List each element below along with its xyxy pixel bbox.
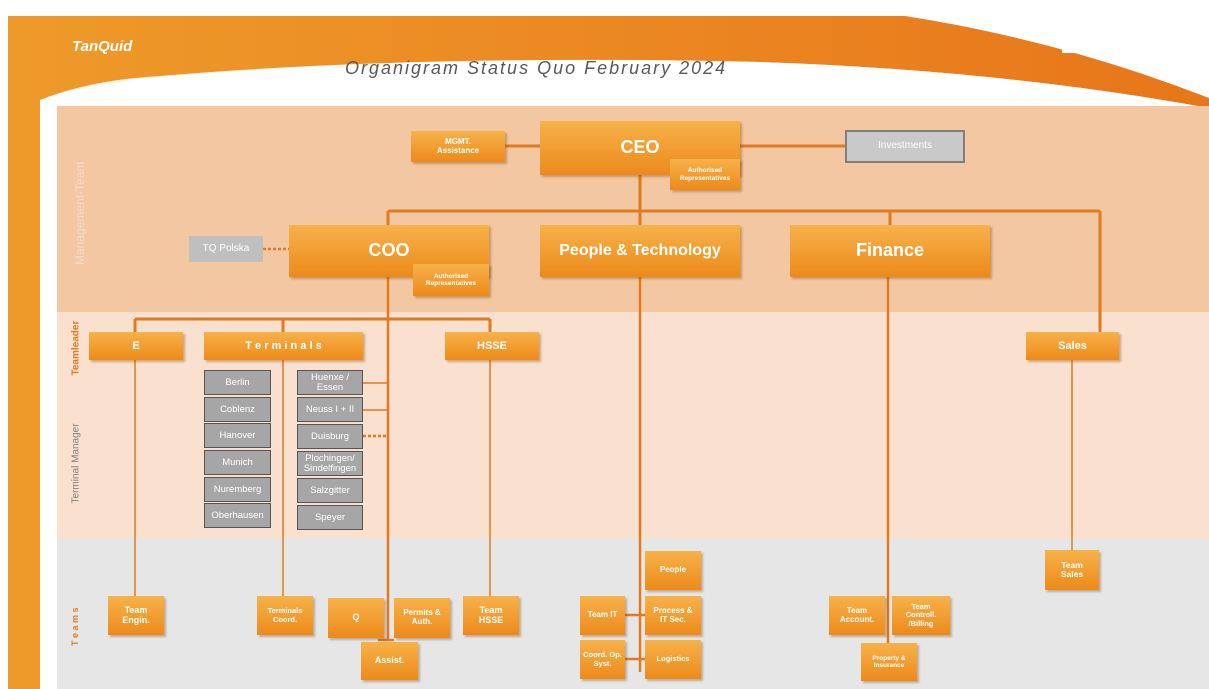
teamleader-hsse: HSSE [445,332,539,360]
band-teams [57,538,1209,689]
process-it-sec-box: Process & IT Sec. [645,596,701,635]
assist-box: Assist. [361,642,418,680]
team-account-box: Team Account. [829,596,885,635]
property-insurance-box: Property & Insurance [861,643,917,681]
teamleader-terminals: T e r m i n a l s [204,332,363,360]
terminal-box: Coblenz [204,397,271,422]
mgmt-assistance-box: MGMT. Assistance [411,131,505,162]
tq-polska-box: TQ Polska [189,236,263,262]
people-technology-box: People & Technology [540,225,740,277]
q-box: Q [328,598,384,638]
terminal-box: Nuremberg [204,477,271,502]
people-box: People [645,551,701,590]
logistics-box: Logistics [645,640,701,679]
page-title: Organigram Status Quo February 2024 [345,58,728,78]
blank-field [1062,31,1196,53]
finance-box: Finance [790,225,990,277]
coord-op-syst-box: Coord. Op. Syst. [580,640,625,679]
terminal-box: Neuss I + II [297,397,363,422]
ceo-authorised-representatives: Authorised Representatives [670,159,740,190]
terminal-box: Duisburg [297,424,363,449]
terminal-box: Berlin [204,370,271,395]
terminal-box: Huenxe / Essen [297,370,363,395]
terminal-box: Munich [204,450,271,475]
terminal-box: Plochingen/ Sindelfingen [297,451,363,476]
logo: TanQuid [72,38,133,55]
team-engin-box: Team Engin. [108,596,164,635]
team-hsse-box: Team HSSE [463,596,519,635]
terminal-box: Speyer [297,505,363,530]
team-sales-box: Team Sales [1045,550,1099,590]
teamleader-sales: Sales [1026,332,1119,360]
investments-box: Investments [845,130,965,163]
team-controll-billing-box: Team Controll. /Billing [892,596,950,635]
terminals-coord-box: Terminals Coord. [257,596,313,635]
terminal-box: Salzgitter [297,478,363,503]
permits-auth-box: Permits & Auth. [394,598,450,638]
teamleader-e: E [89,332,183,360]
terminal-box: Oberhausen [204,503,271,528]
team-it-box: Team IT [580,596,625,635]
coo-authorised-representatives: Authorised Representatives [413,264,489,296]
terminal-box: Hanover [204,423,271,448]
